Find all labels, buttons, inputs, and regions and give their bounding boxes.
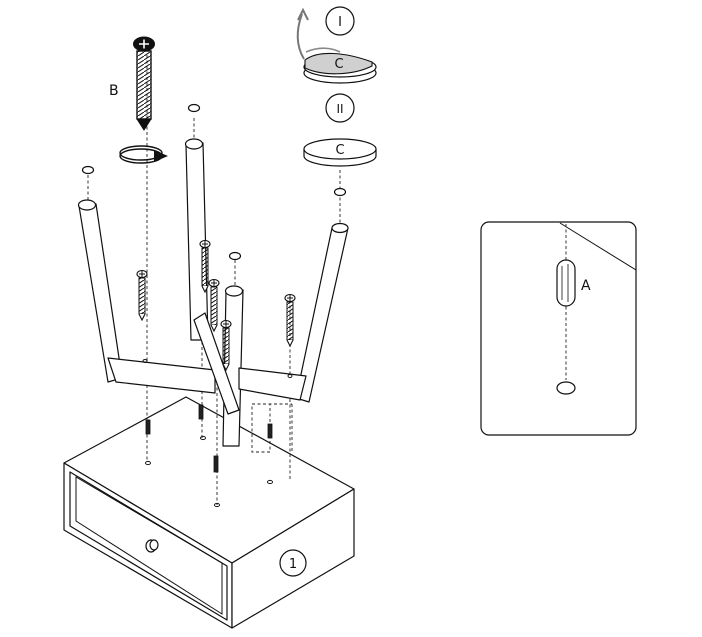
pad-c-peel: I C [296,6,377,84]
step-two-label: II [336,102,343,116]
screw-5 [284,293,296,348]
rotation-arrow-icon [119,145,168,164]
step-one-label: I [338,15,342,30]
detail-inset: A [480,221,637,436]
screw-4 [220,319,232,372]
assembly-number: 1 [289,557,297,572]
pad-bottom-label: C [335,143,344,158]
cabinet-screws [145,404,273,473]
long-screws [136,239,296,372]
leg-caps [81,103,347,261]
pad-top-label: C [334,57,343,72]
frame-rails [107,312,307,415]
screw-label: B [109,83,119,99]
assembly-badge [279,549,307,577]
dowel-label: A [581,278,591,294]
dowel-hole [556,381,576,395]
cabinet-box [63,396,355,629]
screw-1 [136,269,148,322]
screw-2 [199,239,211,294]
dowel [556,259,576,307]
rail-right [238,367,307,401]
pad-c-flat: II C [303,93,377,167]
rail-diagonal [193,312,240,415]
screw-3 [208,278,220,333]
rail-left [107,357,216,394]
large-screw [133,36,155,131]
leg-left [78,203,123,383]
